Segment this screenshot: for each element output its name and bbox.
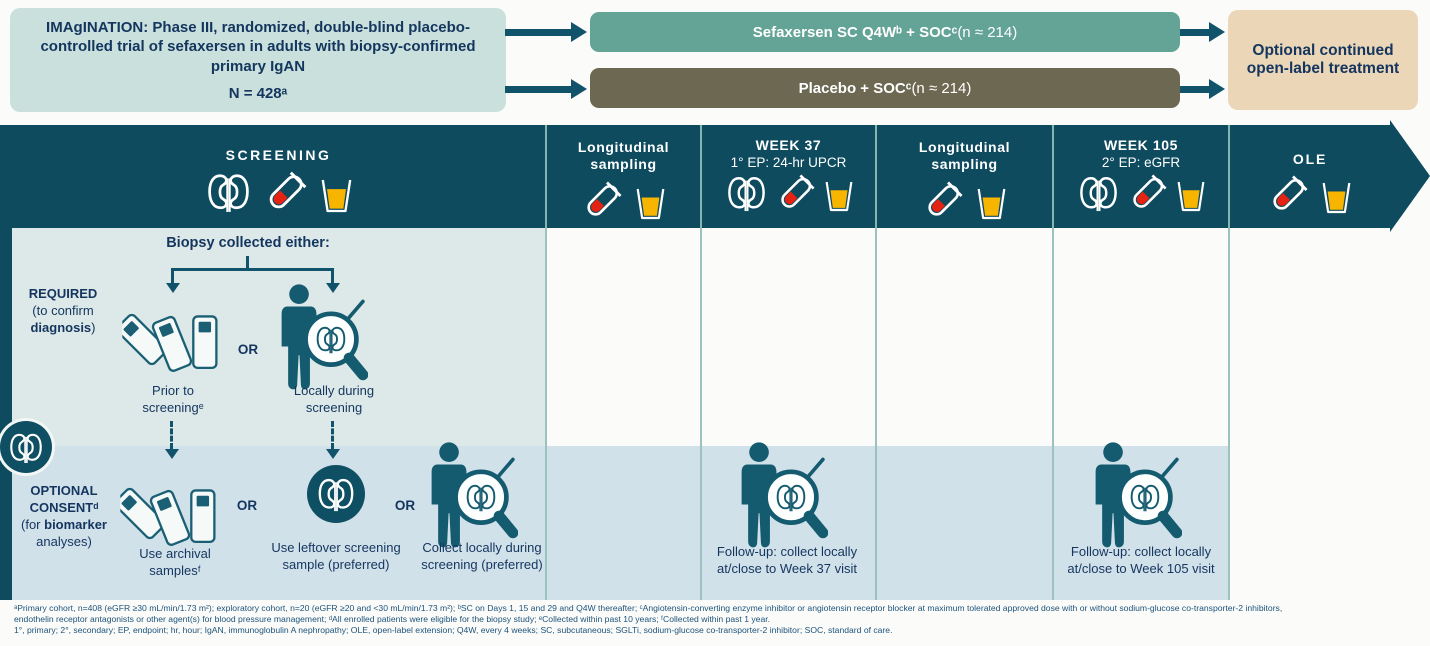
dashed-arrowhead-leftover [325,449,340,459]
trial-n-label: N = 428ᵃ [228,85,288,103]
blood-sample-icon [265,170,308,213]
trial-description-box: IMAgINATION: Phase III, randomized, doub… [10,8,506,112]
sefaxersen-arm-n: (n ≈ 214) [957,23,1018,41]
prior-to-screening-label: Prior to screeningᵉ [142,383,204,415]
dashed-arrow-archival [170,421,173,449]
timeline-col-ole: OLE [1228,125,1390,228]
footnote-line-3: 1°, primary; 2°, secondary; EP, endpoint… [14,625,893,636]
dashed-arrow-leftover [331,421,334,449]
kidney-icon [316,476,356,512]
longitudinal-2-icon-row [924,180,1006,220]
urine-sample-icon [977,187,1006,220]
trial-title: IMAgINATION: Phase III, randomized, doub… [40,18,476,75]
urine-sample-icon [1177,180,1205,212]
longitudinal-1-icon-row [583,180,665,220]
screening-column-background [12,228,545,446]
blood-sample-icon [1269,174,1309,214]
kidney-icon [8,431,44,464]
dashed-arrowhead-archival [164,449,179,459]
column-separator [545,228,547,600]
column-separator [875,228,877,600]
timeline-col-longitudinal-1: Longitudinal sampling [545,125,700,228]
leftover-sample-kidney-badge-icon [307,465,365,523]
ole-icon-row [1269,174,1351,214]
arrow-sefaxersen-to-ole [1180,22,1225,42]
person-kidney-biopsy-icon [1084,442,1182,551]
ole-title: OLE [1292,151,1328,167]
person-kidney-biopsy-icon [420,442,518,551]
week37-subtitle: 1° EP: 24-hr UPCR [730,154,847,170]
archival-slides-icon [120,478,220,549]
blood-sample-icon [777,173,816,212]
person-kidney-biopsy-icon [730,442,828,551]
branch-arrow-right [331,268,334,284]
kidney-badge-icon [0,421,52,473]
optional-or-label-1: OR [236,498,258,513]
week105-icon-row [1077,173,1205,212]
placebo-arm-label: Placebo + SOCᶜ [798,79,912,97]
locally-during-screening-label: Locally during screening [293,383,375,415]
kidney-icon [725,174,768,212]
followup-week105-label: Follow-up: collect locally at/close to W… [1067,544,1215,576]
footnote-line-2: endothelin receptor antagonists or other… [14,614,771,625]
screening-title: SCREENING [225,147,332,163]
timeline-col-longitudinal-2: Longitudinal sampling [875,125,1052,228]
followup-week37-label: Follow-up: collect locally at/close to W… [716,544,858,576]
week37-title: WEEK 37 [755,137,822,153]
arrow-placebo-to-ole [1180,79,1225,99]
timeline-col-week105: WEEK 105 2° EP: eGFR [1052,125,1228,228]
week37-icon-row [725,173,853,212]
arrow-to-sefaxersen-arm [505,22,587,42]
column-separator [700,228,702,600]
urine-sample-icon [321,178,352,213]
blood-sample-icon [583,180,623,220]
column-separator [1052,228,1054,600]
urine-sample-icon [1322,181,1351,214]
timeline-left-strip [0,125,12,600]
timeline-arrow-tip [1390,120,1430,232]
blood-sample-icon [924,180,964,220]
optional-consent-label: OPTIONAL CONSENTᵈ (for biomarker analyse… [21,483,107,549]
timeline-col-week37: WEEK 37 1° EP: 24-hr UPCR [700,125,875,228]
use-leftover-sample-label: Use leftover screening sample (preferred… [271,540,401,572]
person-kidney-biopsy-icon [270,284,368,393]
placebo-arm-n: (n ≈ 214) [911,79,972,97]
screening-icon-row [205,170,352,213]
branch-arrowhead-left [165,283,180,293]
week105-title: WEEK 105 [1103,137,1179,153]
footnotes: ᵃPrimary cohort, n=408 (eGFR ≥30 mL/min/… [14,603,1418,637]
longitudinal-1-title: Longitudinal sampling [577,139,670,172]
optional-or-label-2: OR [394,498,416,513]
open-label-treatment-label: Optional continued open-label treatment [1246,42,1400,77]
use-archival-samples-label: Use archival samplesᶠ [139,546,211,578]
blood-sample-icon [1129,173,1168,212]
collect-locally-label: Collect locally during screening (prefer… [421,540,543,572]
branch-arrowhead-right [325,283,340,293]
sefaxersen-arm-label: Sefaxersen SC Q4Wᵇ + SOCᶜ [752,23,958,41]
arrow-to-placebo-arm [505,79,587,99]
column-separator [1228,228,1230,600]
placebo-arm-bar: Placebo + SOCᶜ (n ≈ 214) [590,68,1180,108]
branch-arrow-left [171,268,174,284]
required-label: REQUIRED (to confirm diagnosis) [28,286,98,335]
open-label-treatment-box: Optional continued open-label treatment [1228,10,1418,110]
footnote-line-1: ᵃPrimary cohort, n=408 (eGFR ≥30 mL/min/… [14,603,1283,613]
sefaxersen-arm-bar: Sefaxersen SC Q4Wᵇ + SOCᶜ (n ≈ 214) [590,12,1180,52]
kidney-icon [205,171,252,213]
longitudinal-2-title: Longitudinal sampling [918,139,1011,172]
biopsy-heading: Biopsy collected either: [166,235,330,251]
kidney-icon [1077,174,1120,212]
biopsy-slides-icon [122,304,222,375]
branch-stem [246,256,249,269]
urine-sample-icon [825,180,853,212]
required-or-label: OR [237,342,259,357]
timeline-col-screening: SCREENING [12,125,545,228]
branch-bar [171,268,333,271]
week105-subtitle: 2° EP: eGFR [1101,154,1181,170]
urine-sample-icon [636,187,665,220]
